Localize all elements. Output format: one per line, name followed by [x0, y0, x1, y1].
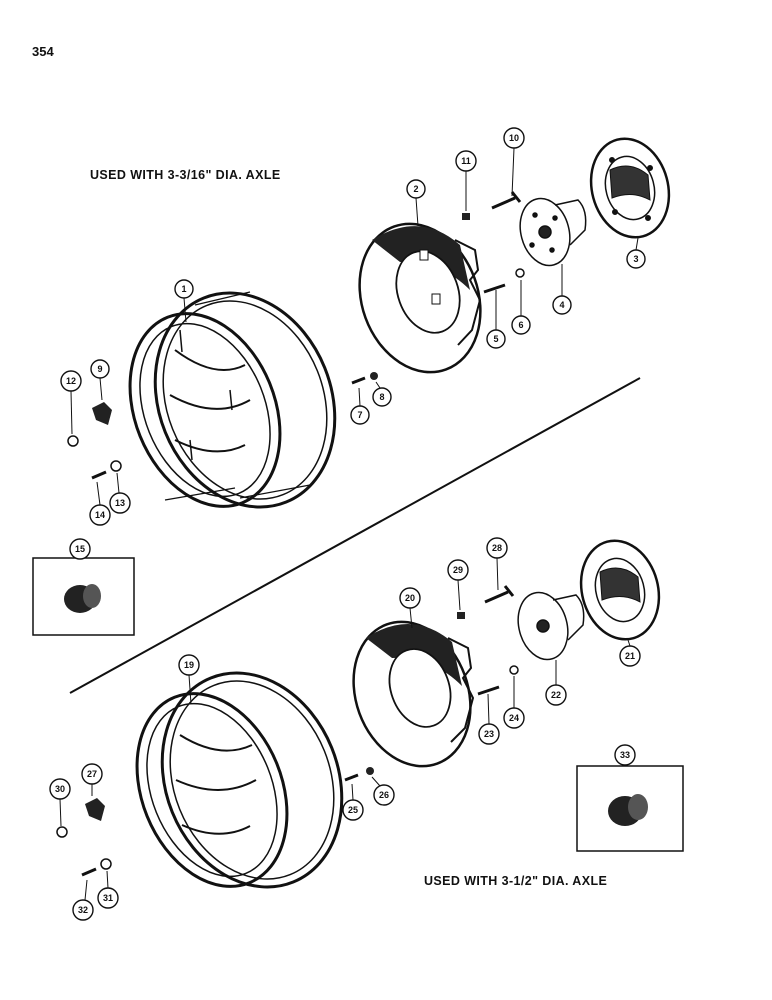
caption-top: USED WITH 3-3/16" DIA. AXLE: [90, 168, 281, 182]
callout-4: 4: [552, 295, 572, 315]
svg-text:33: 33: [620, 750, 630, 760]
wheel-center-disc-top: [358, 222, 482, 374]
svg-text:25: 25: [348, 805, 358, 815]
svg-text:5: 5: [493, 334, 498, 344]
bolt-23: [477, 685, 500, 696]
nut-26: [366, 767, 374, 775]
svg-text:7: 7: [357, 410, 362, 420]
brake-drum-bottom: [579, 539, 661, 641]
svg-text:14: 14: [95, 510, 105, 520]
svg-text:13: 13: [115, 498, 125, 508]
svg-text:26: 26: [379, 790, 389, 800]
svg-text:21: 21: [625, 651, 635, 661]
callout-27: 27: [81, 763, 103, 785]
bolt-28: [484, 585, 515, 604]
brake-drum-top: [589, 137, 671, 239]
svg-text:12: 12: [66, 376, 76, 386]
svg-text:28: 28: [492, 543, 502, 553]
hub-top: [519, 197, 587, 267]
callout-12: 12: [60, 370, 82, 392]
svg-text:2: 2: [413, 184, 418, 194]
callout-29: 29: [447, 559, 469, 581]
wheel-rim-top: [128, 291, 337, 509]
callout-32: 32: [72, 899, 94, 921]
svg-text:15: 15: [75, 544, 85, 554]
callout-10: 10: [503, 127, 525, 149]
callout-14: 14: [89, 504, 111, 526]
caption-bottom: USED WITH 3-1/2" DIA. AXLE: [424, 874, 608, 888]
inset-box-33: [576, 765, 684, 852]
washer-6: [515, 268, 525, 278]
svg-text:1: 1: [181, 284, 186, 294]
nut-12: [67, 435, 79, 447]
svg-text:4: 4: [559, 300, 564, 310]
svg-text:24: 24: [509, 713, 519, 723]
callout-6: 6: [511, 315, 531, 335]
callout-7: 7: [350, 405, 370, 425]
callout-13: 13: [109, 492, 131, 514]
clamp-9: [92, 402, 112, 425]
nut-31: [100, 858, 112, 870]
inset-box-15: [32, 557, 135, 636]
callout-15: 15: [69, 538, 91, 560]
svg-text:3: 3: [633, 254, 638, 264]
nut-11: [462, 213, 470, 220]
callout-26: 26: [373, 784, 395, 806]
svg-text:32: 32: [78, 905, 88, 915]
svg-text:27: 27: [87, 769, 97, 779]
svg-text:20: 20: [405, 593, 415, 603]
svg-text:31: 31: [103, 893, 113, 903]
callout-8: 8: [372, 387, 392, 407]
wheel-center-disc-bottom: [352, 620, 475, 768]
svg-text:8: 8: [379, 392, 384, 402]
divider-line: [69, 377, 641, 694]
svg-text:9: 9: [97, 364, 102, 374]
callout-20: 20: [399, 587, 421, 609]
bolt-25: [344, 773, 359, 782]
svg-text:10: 10: [509, 133, 519, 143]
svg-text:11: 11: [461, 156, 471, 166]
callout-9: 9: [90, 359, 110, 379]
bolt-10: [491, 191, 522, 210]
callout-19: 19: [178, 654, 200, 676]
nut-13: [110, 460, 122, 472]
callout-1: 1: [174, 279, 194, 299]
svg-text:30: 30: [55, 784, 65, 794]
callout-3: 3: [626, 249, 646, 269]
wheel-rim-bottom: [135, 671, 344, 889]
callout-33: 33: [614, 744, 636, 766]
nut-29: [457, 612, 465, 619]
callout-25: 25: [342, 799, 364, 821]
bolt-14: [91, 470, 107, 480]
callout-23: 23: [478, 723, 500, 745]
clamp-27: [85, 798, 105, 821]
svg-text:23: 23: [484, 729, 494, 739]
svg-text:22: 22: [551, 690, 561, 700]
bolt-7: [351, 376, 366, 385]
nut-8: [370, 372, 378, 380]
callout-21: 21: [619, 645, 641, 667]
callout-2: 2: [406, 179, 426, 199]
callout-31: 31: [97, 887, 119, 909]
callout-5: 5: [486, 329, 506, 349]
callout-30: 30: [49, 778, 71, 800]
svg-text:29: 29: [453, 565, 463, 575]
nut-30: [56, 826, 68, 838]
page-number: 354: [32, 44, 54, 59]
callout-24: 24: [503, 707, 525, 729]
bolt-32: [81, 867, 97, 877]
callout-11: 11: [455, 150, 477, 172]
svg-text:6: 6: [518, 320, 523, 330]
hub-bottom: [517, 591, 585, 661]
bolt-5: [483, 283, 506, 294]
callout-28: 28: [486, 537, 508, 559]
washer-24: [509, 665, 519, 675]
svg-text:19: 19: [184, 660, 194, 670]
callout-22: 22: [545, 684, 567, 706]
